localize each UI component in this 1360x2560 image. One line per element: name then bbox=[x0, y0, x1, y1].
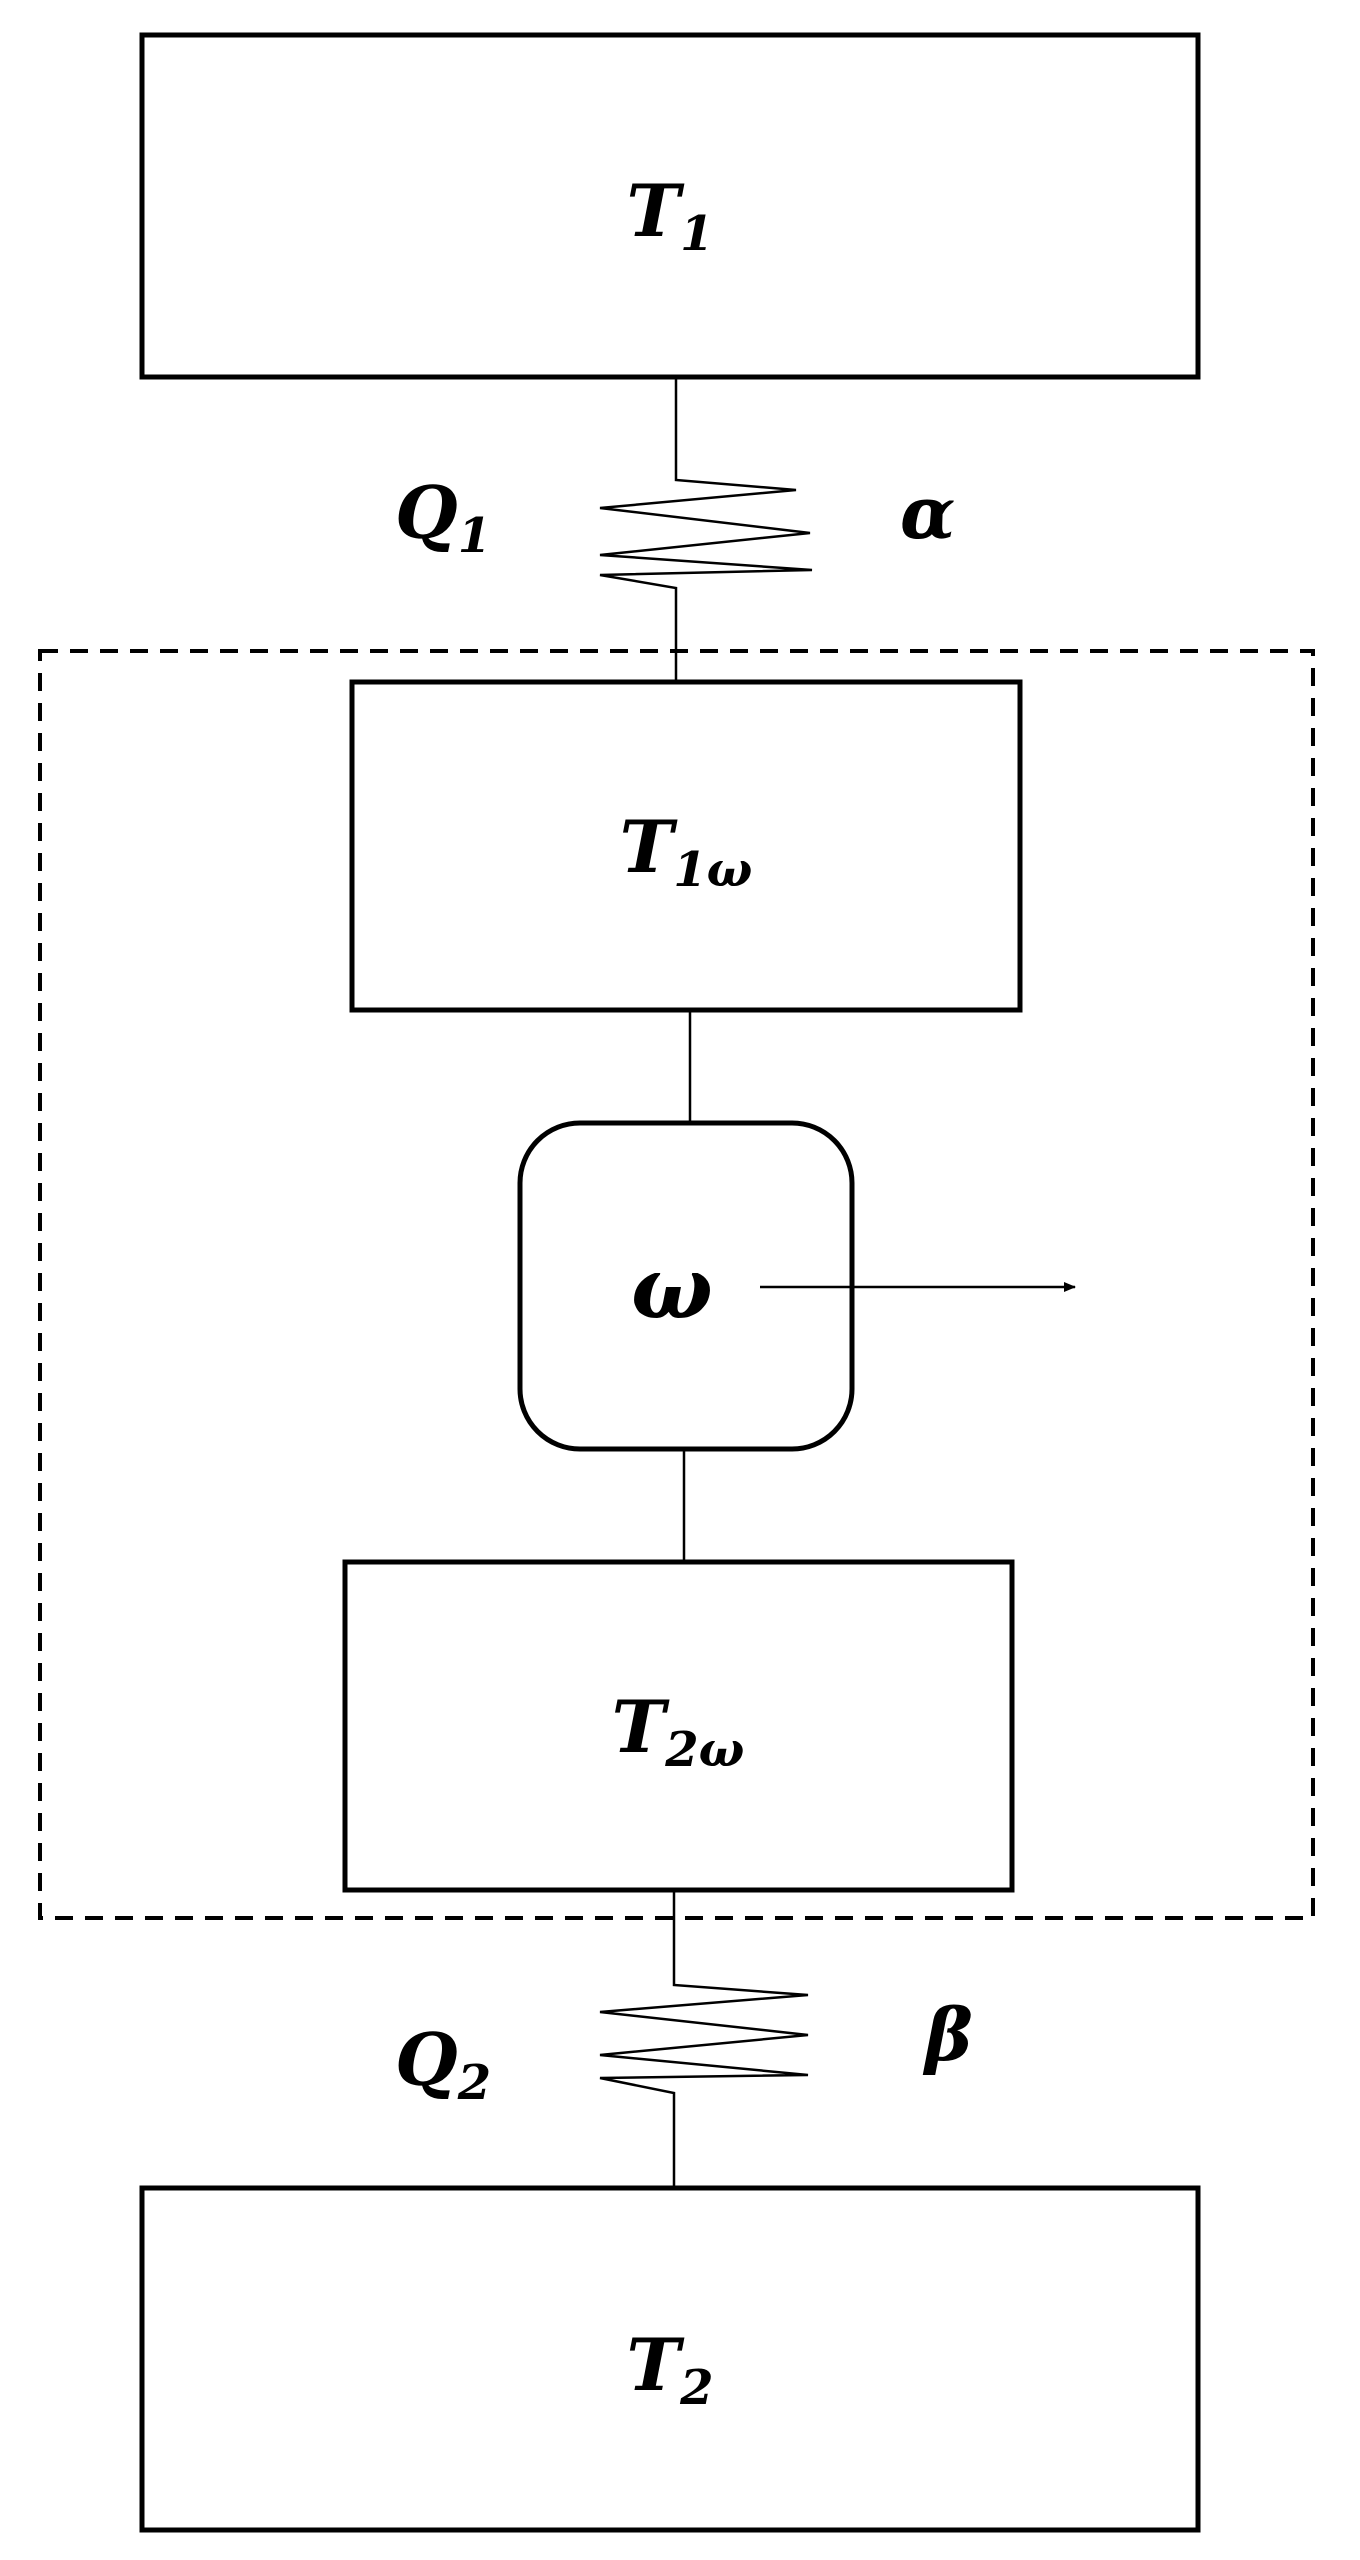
hot-working-temp-box: T1ω bbox=[349, 679, 1023, 1013]
hot-reservoir-symbol: T bbox=[627, 168, 685, 253]
heat-out-subscript: 2 bbox=[457, 2055, 491, 2111]
hot-reservoir-box: T1 bbox=[139, 32, 1201, 380]
cold-reservoir-symbol: T bbox=[627, 2322, 685, 2407]
conductance-beta-label: β bbox=[922, 1992, 973, 2077]
hot-side-resistor bbox=[599, 377, 813, 682]
svg-text:Q2: Q2 bbox=[395, 2017, 491, 2111]
heat-in-subscript: 1 bbox=[458, 508, 491, 564]
cold-reservoir-subscript: 2 bbox=[679, 2360, 713, 2416]
engine-symbol: ω bbox=[631, 1238, 713, 1339]
hot-working-temp-symbol: T bbox=[620, 804, 678, 889]
cold-working-temp-symbol: T bbox=[612, 1684, 670, 1769]
heat-out-symbol: Q bbox=[395, 2017, 458, 2102]
hot-working-temp-subscript: 1ω bbox=[673, 842, 752, 898]
heat-in-symbol: Q bbox=[395, 470, 458, 555]
cold-working-temp-subscript: 2ω bbox=[664, 1722, 744, 1778]
conductance-alpha-label: α bbox=[900, 470, 955, 555]
cold-working-temp-box: T2ω bbox=[342, 1559, 1015, 1893]
svg-text:Q1: Q1 bbox=[395, 470, 491, 564]
cold-reservoir-box: T2 bbox=[139, 2185, 1201, 2533]
svg-text:T1: T1 bbox=[627, 168, 714, 262]
hot-reservoir-subscript: 1 bbox=[680, 206, 713, 262]
svg-text:T2: T2 bbox=[627, 2322, 714, 2416]
svg-text:T2ω: T2ω bbox=[612, 1684, 745, 1778]
cold-side-resistor bbox=[599, 1890, 809, 2188]
svg-text:T1ω: T1ω bbox=[620, 804, 753, 898]
